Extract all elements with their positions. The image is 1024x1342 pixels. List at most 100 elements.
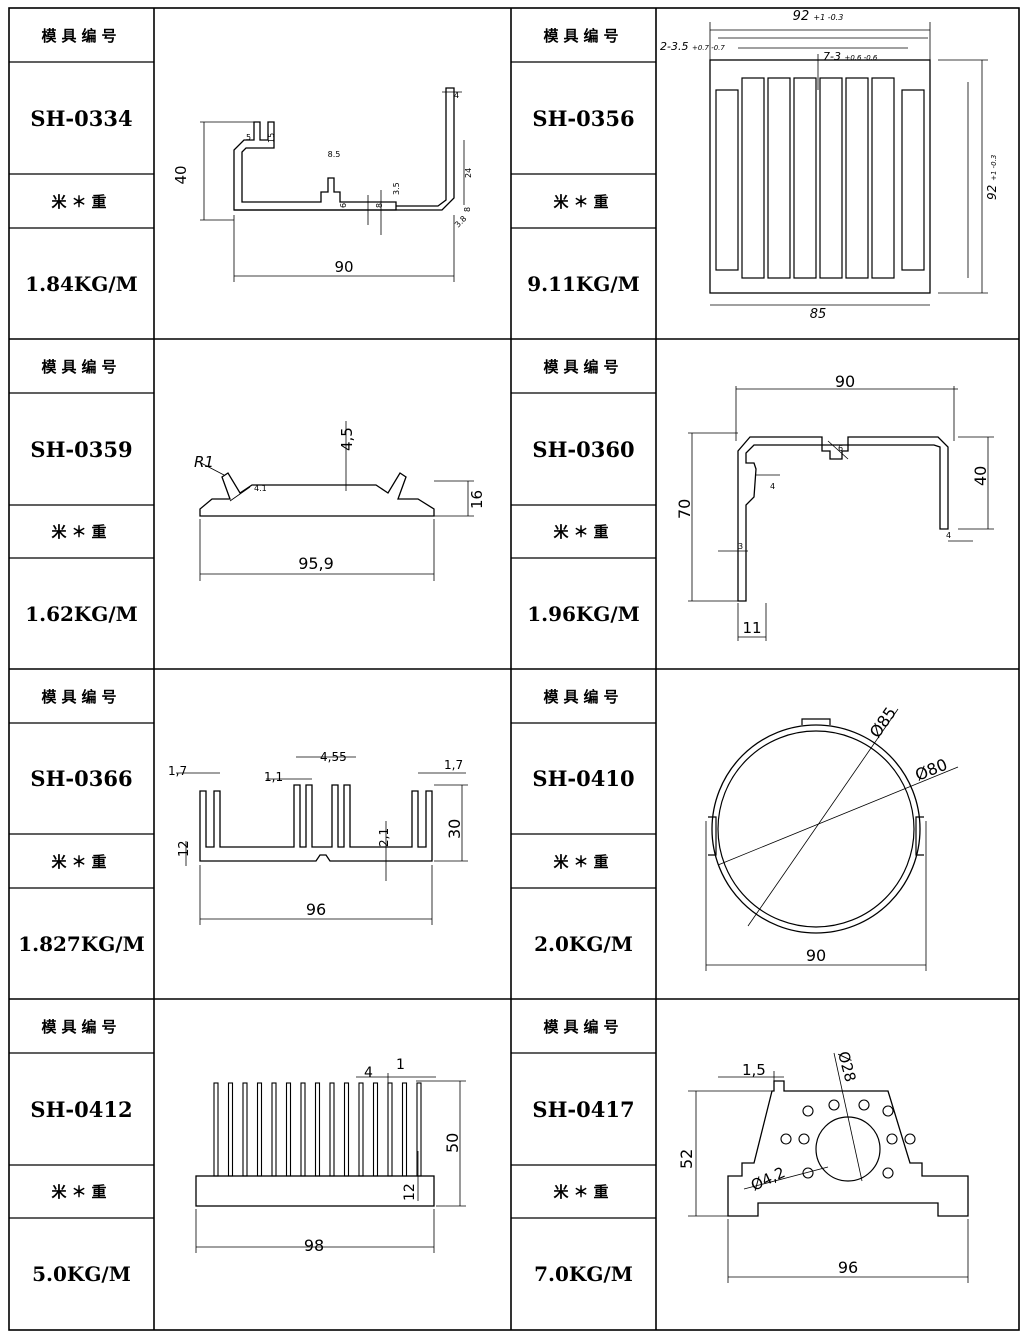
heatsink-fin <box>416 1082 422 1177</box>
heatsink-fin <box>314 1082 321 1177</box>
heatsink-fin <box>343 1082 350 1177</box>
dim-top: 90 <box>835 372 855 391</box>
dim-h: 3.8 <box>453 214 468 229</box>
dim-radius: R1 <box>194 453 214 471</box>
dim-right-fin: 1,7 <box>444 758 463 772</box>
dim-a: 8.5 <box>328 150 341 159</box>
dim-height: 40 <box>172 165 190 184</box>
dim-width: 98 <box>304 1236 324 1255</box>
heatsink-fin <box>300 1082 306 1177</box>
weight-label: 米＊重 <box>51 852 112 871</box>
dim-side: 92 +1 -0.3 <box>985 155 999 200</box>
dim-a: 6 <box>838 444 843 453</box>
mold-number-label: 模具编号 <box>41 1017 122 1036</box>
dim-slot-height: 15 <box>267 133 276 143</box>
profile-drawing-sh0334: 40 90 5 15 8.5 6 8 3.5 24 4 8 3.8 <box>172 87 473 282</box>
dim-outer: Ø85 <box>866 703 900 741</box>
product-code: SH-0334 <box>30 105 133 131</box>
dim-bore: Ø28 <box>834 1049 859 1084</box>
product-code: SH-0412 <box>30 1096 133 1122</box>
weight-value: 5.0KG/M <box>32 1262 131 1286</box>
weight-label: 米＊重 <box>553 852 614 871</box>
dim-height: 50 <box>443 1133 462 1153</box>
heatsink-fin <box>242 1082 248 1177</box>
mold-number-label: 模具编号 <box>41 357 122 376</box>
dim-width: 90 <box>334 258 353 276</box>
dim-width: 96 <box>306 900 326 919</box>
dim-base: 12 <box>177 840 192 857</box>
dim-gap: 4,55 <box>320 750 347 764</box>
dim-base: 12 <box>402 1183 418 1201</box>
dim-c: 8 <box>375 203 384 208</box>
weight-value: 1.827KG/M <box>18 931 145 956</box>
dim-fin: 1 <box>396 1057 405 1073</box>
dim-left: 70 <box>675 499 694 519</box>
mold-number-label: 模具编号 <box>543 1017 624 1036</box>
heatsink-fin <box>401 1082 408 1177</box>
weight-label: 米＊重 <box>553 523 614 541</box>
product-code: SH-0366 <box>30 766 133 791</box>
dim-hole: Ø4,2 <box>748 1163 788 1194</box>
dim-top: 92 +1 -0.3 <box>793 10 844 24</box>
dim-inner: Ø80 <box>912 755 950 785</box>
dim-height: 16 <box>468 490 486 509</box>
dim-f: 4 <box>454 91 459 100</box>
heatsink-fin <box>213 1082 219 1177</box>
weight-value: 1.62KG/M <box>25 601 138 626</box>
dim-pitch: 4 <box>364 1065 373 1081</box>
mold-number-label: 模具编号 <box>543 687 624 706</box>
weight-value: 2.0KG/M <box>534 931 633 956</box>
dim-b: 4 <box>770 482 775 491</box>
dim-angle: 4.1 <box>254 484 267 493</box>
product-code: SH-0356 <box>532 105 635 131</box>
dim-c: 3 <box>738 542 743 551</box>
product-code: SH-0417 <box>532 1096 635 1122</box>
dim-notch: 2,1 <box>377 828 391 847</box>
weight-label: 米＊重 <box>553 1183 614 1201</box>
dim-pitch: 2-3.5 +0.7 -0.7 <box>660 40 725 53</box>
weight-label: 米＊重 <box>553 192 614 211</box>
mold-number-label: 模具编号 <box>41 26 122 45</box>
dim-g: 8 <box>463 207 472 212</box>
heatsink-fin <box>358 1082 364 1177</box>
dim-foot: 11 <box>742 619 761 637</box>
heatsink-fin <box>256 1082 263 1177</box>
dim-height: 52 <box>677 1149 696 1169</box>
dim-left-fin: 1,7 <box>168 764 187 778</box>
weight-label: 米＊重 <box>51 523 112 541</box>
dim-height: 30 <box>445 819 464 839</box>
mold-number-label: 模具编号 <box>41 687 122 706</box>
dim-wall: 1,5 <box>742 1061 766 1079</box>
dim-width: 90 <box>806 946 826 965</box>
dim-slot: 5 <box>246 133 251 142</box>
heatsink-fin <box>387 1082 393 1177</box>
weight-value: 9.11KG/M <box>527 271 640 296</box>
dim-width: 95,9 <box>298 554 334 573</box>
dim-right: 40 <box>971 466 990 486</box>
dim-e: 24 <box>464 168 473 178</box>
product-code: SH-0359 <box>30 436 133 462</box>
mold-number-label: 模具编号 <box>543 26 624 45</box>
dim-top: 4,5 <box>338 427 356 451</box>
weight-value: 1.96KG/M <box>527 601 640 626</box>
dim-d: 3.5 <box>392 182 401 195</box>
profile-drawing-sh0410: Ø85 Ø80 90 <box>705 703 959 971</box>
profile-drawing-sh0359: R1 4,5 4.1 16 95,9 <box>194 421 486 581</box>
profile-drawing-sh0356: 92 +1 -0.3 2-3.5 +0.7 -0.7 7-3 +0.6 -0.6… <box>660 10 999 322</box>
heatsink-fin <box>372 1082 379 1177</box>
dim-b: 6 <box>339 203 348 208</box>
mold-number-label: 模具编号 <box>543 357 624 376</box>
weight-value: 7.0KG/M <box>534 1262 633 1286</box>
dim-bottom: 85 <box>810 307 827 322</box>
profile-drawing-sh0360: 90 40 70 11 6 4 3 4 <box>675 372 994 641</box>
weight-label: 米＊重 <box>51 192 112 211</box>
dim-mid-fin: 1,1 <box>264 770 283 784</box>
product-code: SH-0360 <box>532 436 635 462</box>
weight-label: 米＊重 <box>51 1183 112 1201</box>
weight-value: 1.84KG/M <box>25 271 138 296</box>
product-code: SH-0410 <box>532 766 635 791</box>
heatsink-fin <box>329 1082 335 1177</box>
dim-width: 96 <box>838 1258 858 1277</box>
heatsink-fin <box>271 1082 277 1177</box>
